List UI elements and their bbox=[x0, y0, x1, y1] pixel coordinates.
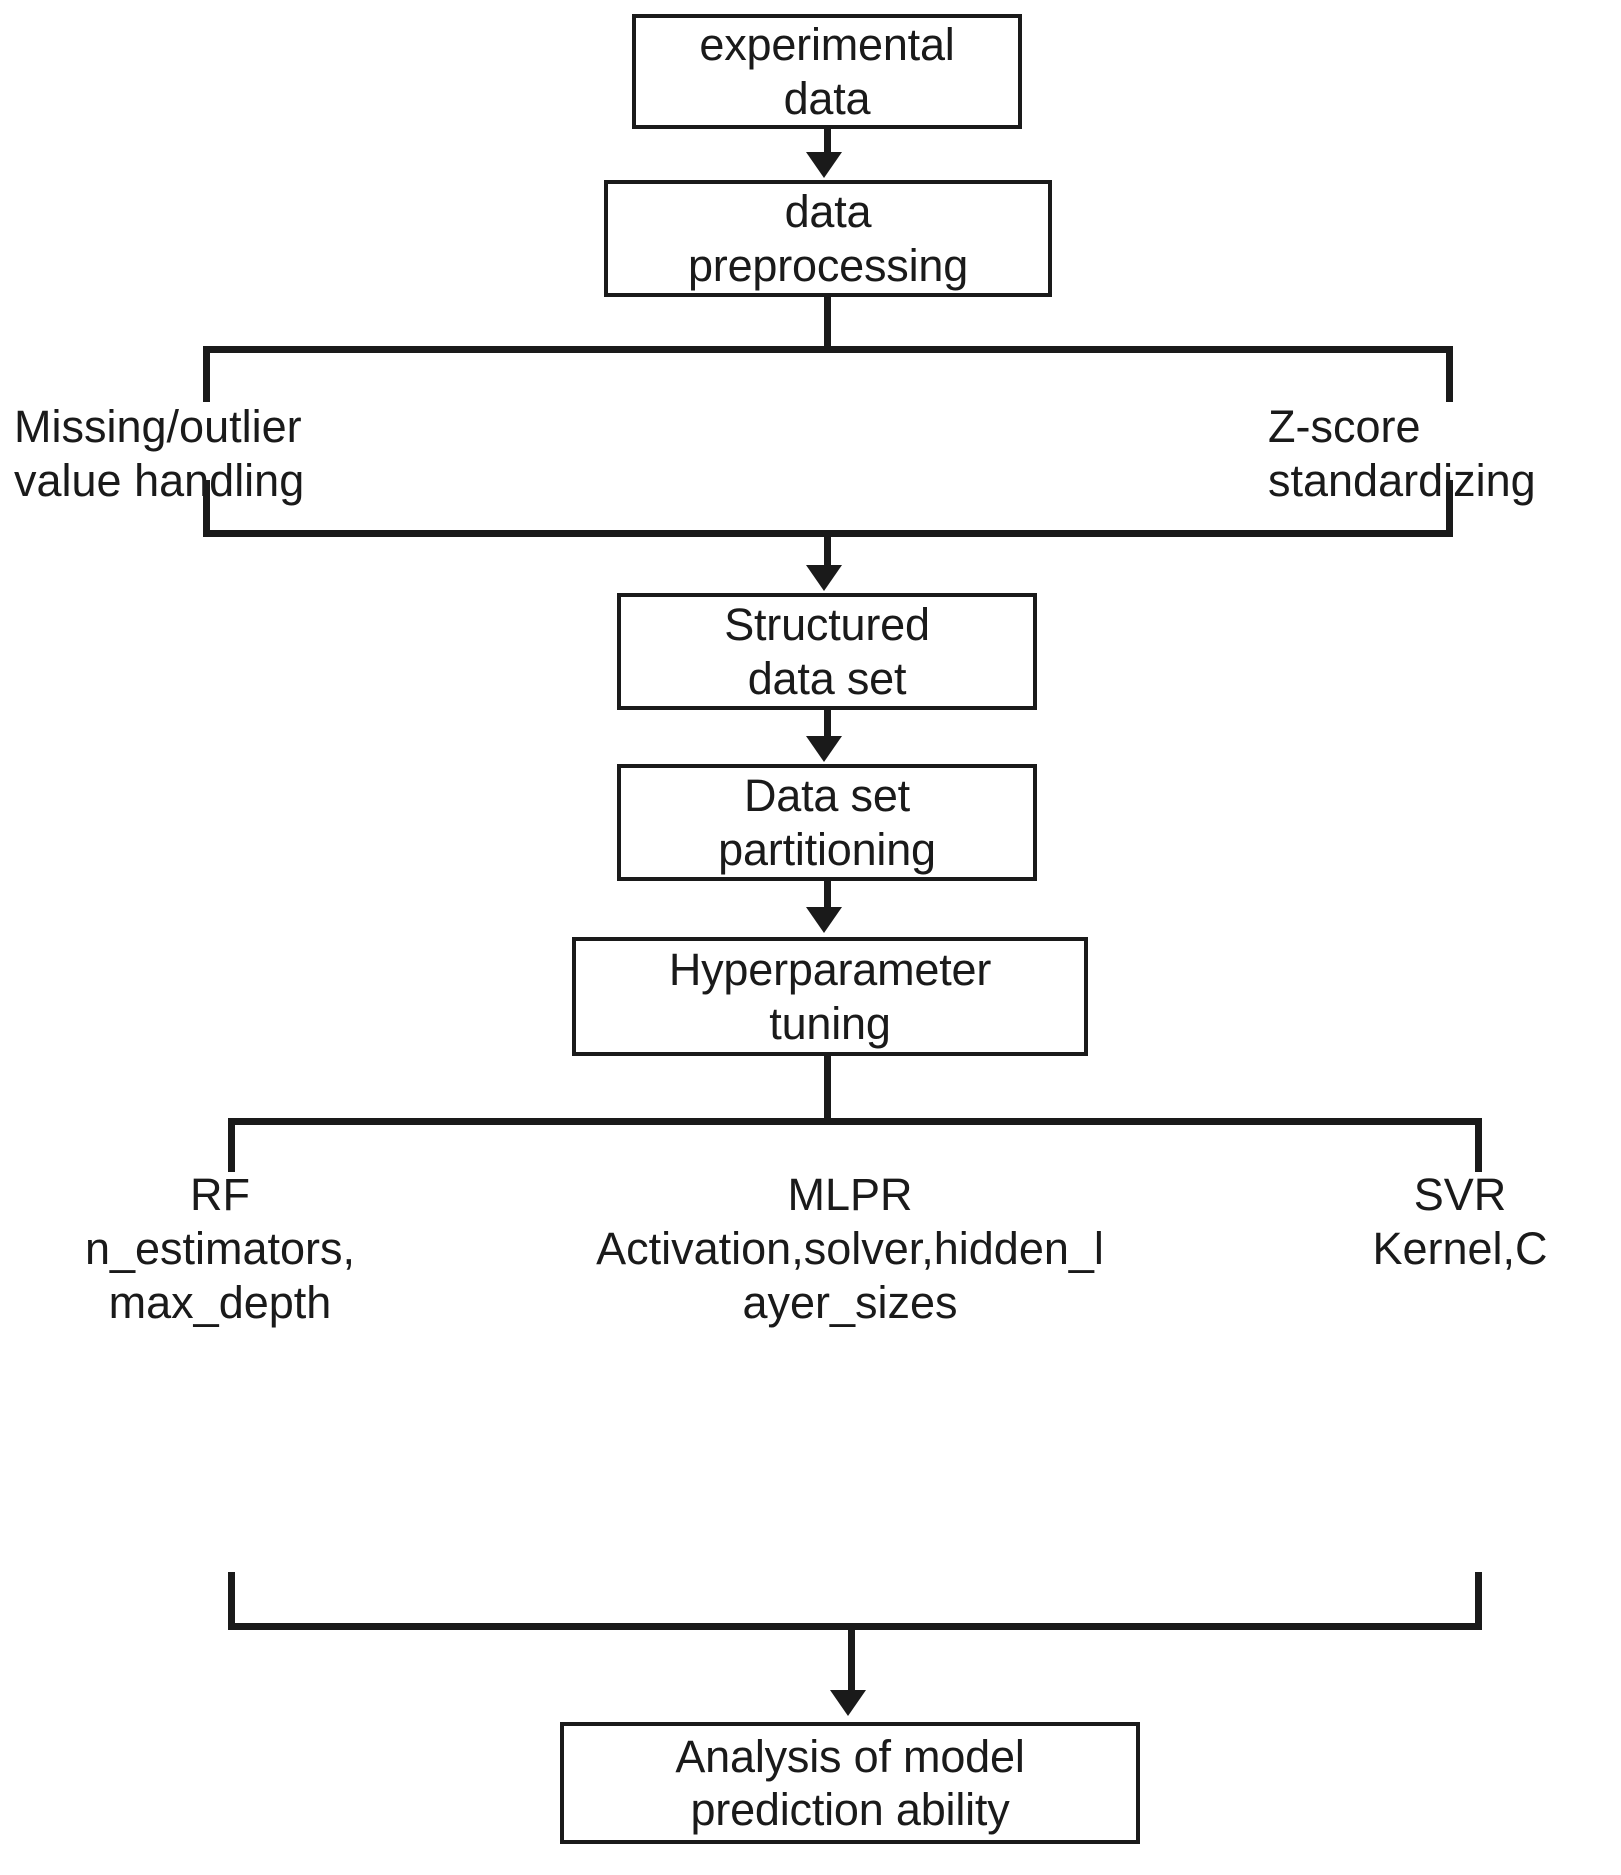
bracket-preprocessing-top-bar bbox=[203, 346, 1453, 353]
bracket-preprocessing-left-drop bbox=[203, 346, 210, 402]
connector-models-merge-to-analysis bbox=[848, 1626, 855, 1695]
bracket-preprocessing-right-drop bbox=[1446, 346, 1453, 402]
node-data-preprocessing: data preprocessing bbox=[604, 180, 1052, 297]
node-line: tuning bbox=[769, 997, 891, 1049]
arrowhead-analysis-of-model-prediction-ability bbox=[830, 1690, 866, 1716]
branch-line: ayer_sizes bbox=[742, 1277, 958, 1328]
connector-preprocessing-stem bbox=[824, 297, 831, 349]
node-line: data bbox=[783, 72, 871, 124]
connector-hyperparameter-stem bbox=[824, 1056, 831, 1121]
branch-line: Missing/outlier bbox=[14, 401, 302, 452]
branch-line: value handling bbox=[14, 455, 305, 506]
node-data-set-partitioning: Data set partitioning bbox=[617, 764, 1037, 881]
branch-line: MLPR bbox=[787, 1169, 913, 1220]
node-line: preprocessing bbox=[687, 239, 969, 291]
node-line: experimental bbox=[699, 19, 955, 71]
connector-experimental-to-preprocessing bbox=[824, 129, 831, 159]
branch-line: max_depth bbox=[108, 1277, 332, 1328]
bracket-models-merge-right-riser bbox=[1475, 1572, 1482, 1629]
node-line: data bbox=[784, 186, 872, 238]
node-structured-data-set: Structured data set bbox=[617, 593, 1037, 710]
branch-line: RF bbox=[190, 1169, 250, 1220]
bracket-models-merge-left-riser bbox=[228, 1572, 235, 1629]
arrowhead-hyperparameter-tuning bbox=[806, 907, 842, 933]
node-line: partitioning bbox=[718, 823, 936, 875]
branch-line: Z-score bbox=[1268, 401, 1421, 452]
node-hyperparameter-tuning: Hyperparameter tuning bbox=[572, 937, 1088, 1056]
branch-label-rf: RF n_estimators, max_depth bbox=[10, 1168, 430, 1330]
branch-label-z-score-standardizing: Z-score standardizing bbox=[1268, 400, 1621, 508]
node-line: data set bbox=[747, 652, 907, 704]
branch-line: Kernel,C bbox=[1372, 1223, 1548, 1274]
arrowhead-preprocessing bbox=[806, 152, 842, 178]
branch-line: SVR bbox=[1413, 1169, 1507, 1220]
bracket-models-right-drop bbox=[1475, 1118, 1482, 1172]
branch-line: standardizing bbox=[1268, 455, 1536, 506]
node-line: prediction ability bbox=[690, 1784, 1010, 1835]
branch-line: n_estimators, bbox=[84, 1223, 356, 1274]
node-analysis-of-model-prediction-ability: Analysis of model prediction ability bbox=[560, 1722, 1140, 1844]
arrowhead-data-set-partitioning bbox=[806, 736, 842, 762]
arrowhead-structured-data-set bbox=[806, 565, 842, 591]
branch-line: Activation,solver,hidden_l bbox=[596, 1223, 1104, 1274]
node-experimental-data: experimental data bbox=[632, 14, 1022, 129]
branch-label-svr: SVR Kernel,C bbox=[1310, 1168, 1610, 1276]
bracket-preprocessing-merge-right-riser bbox=[1446, 480, 1453, 536]
node-line: Hyperparameter bbox=[668, 944, 992, 996]
branch-label-mlpr: MLPR Activation,solver,hidden_l ayer_siz… bbox=[520, 1168, 1180, 1330]
connector-structured-to-partitioning bbox=[824, 710, 831, 742]
bracket-models-left-drop bbox=[228, 1118, 235, 1172]
node-line: Data set bbox=[744, 770, 910, 822]
connector-preprocessing-merge-to-structured bbox=[824, 533, 831, 571]
bracket-models-top-bar bbox=[228, 1118, 1482, 1125]
branch-label-missing-outlier-value-handling: Missing/outlier value handling bbox=[14, 400, 414, 508]
bracket-preprocessing-merge-left-riser bbox=[203, 480, 210, 536]
connector-partitioning-to-hyperparameter bbox=[824, 881, 831, 913]
bracket-models-bottom-bar bbox=[228, 1623, 1482, 1630]
node-line: Structured bbox=[724, 599, 930, 651]
node-line: Analysis of model bbox=[675, 1730, 1025, 1782]
